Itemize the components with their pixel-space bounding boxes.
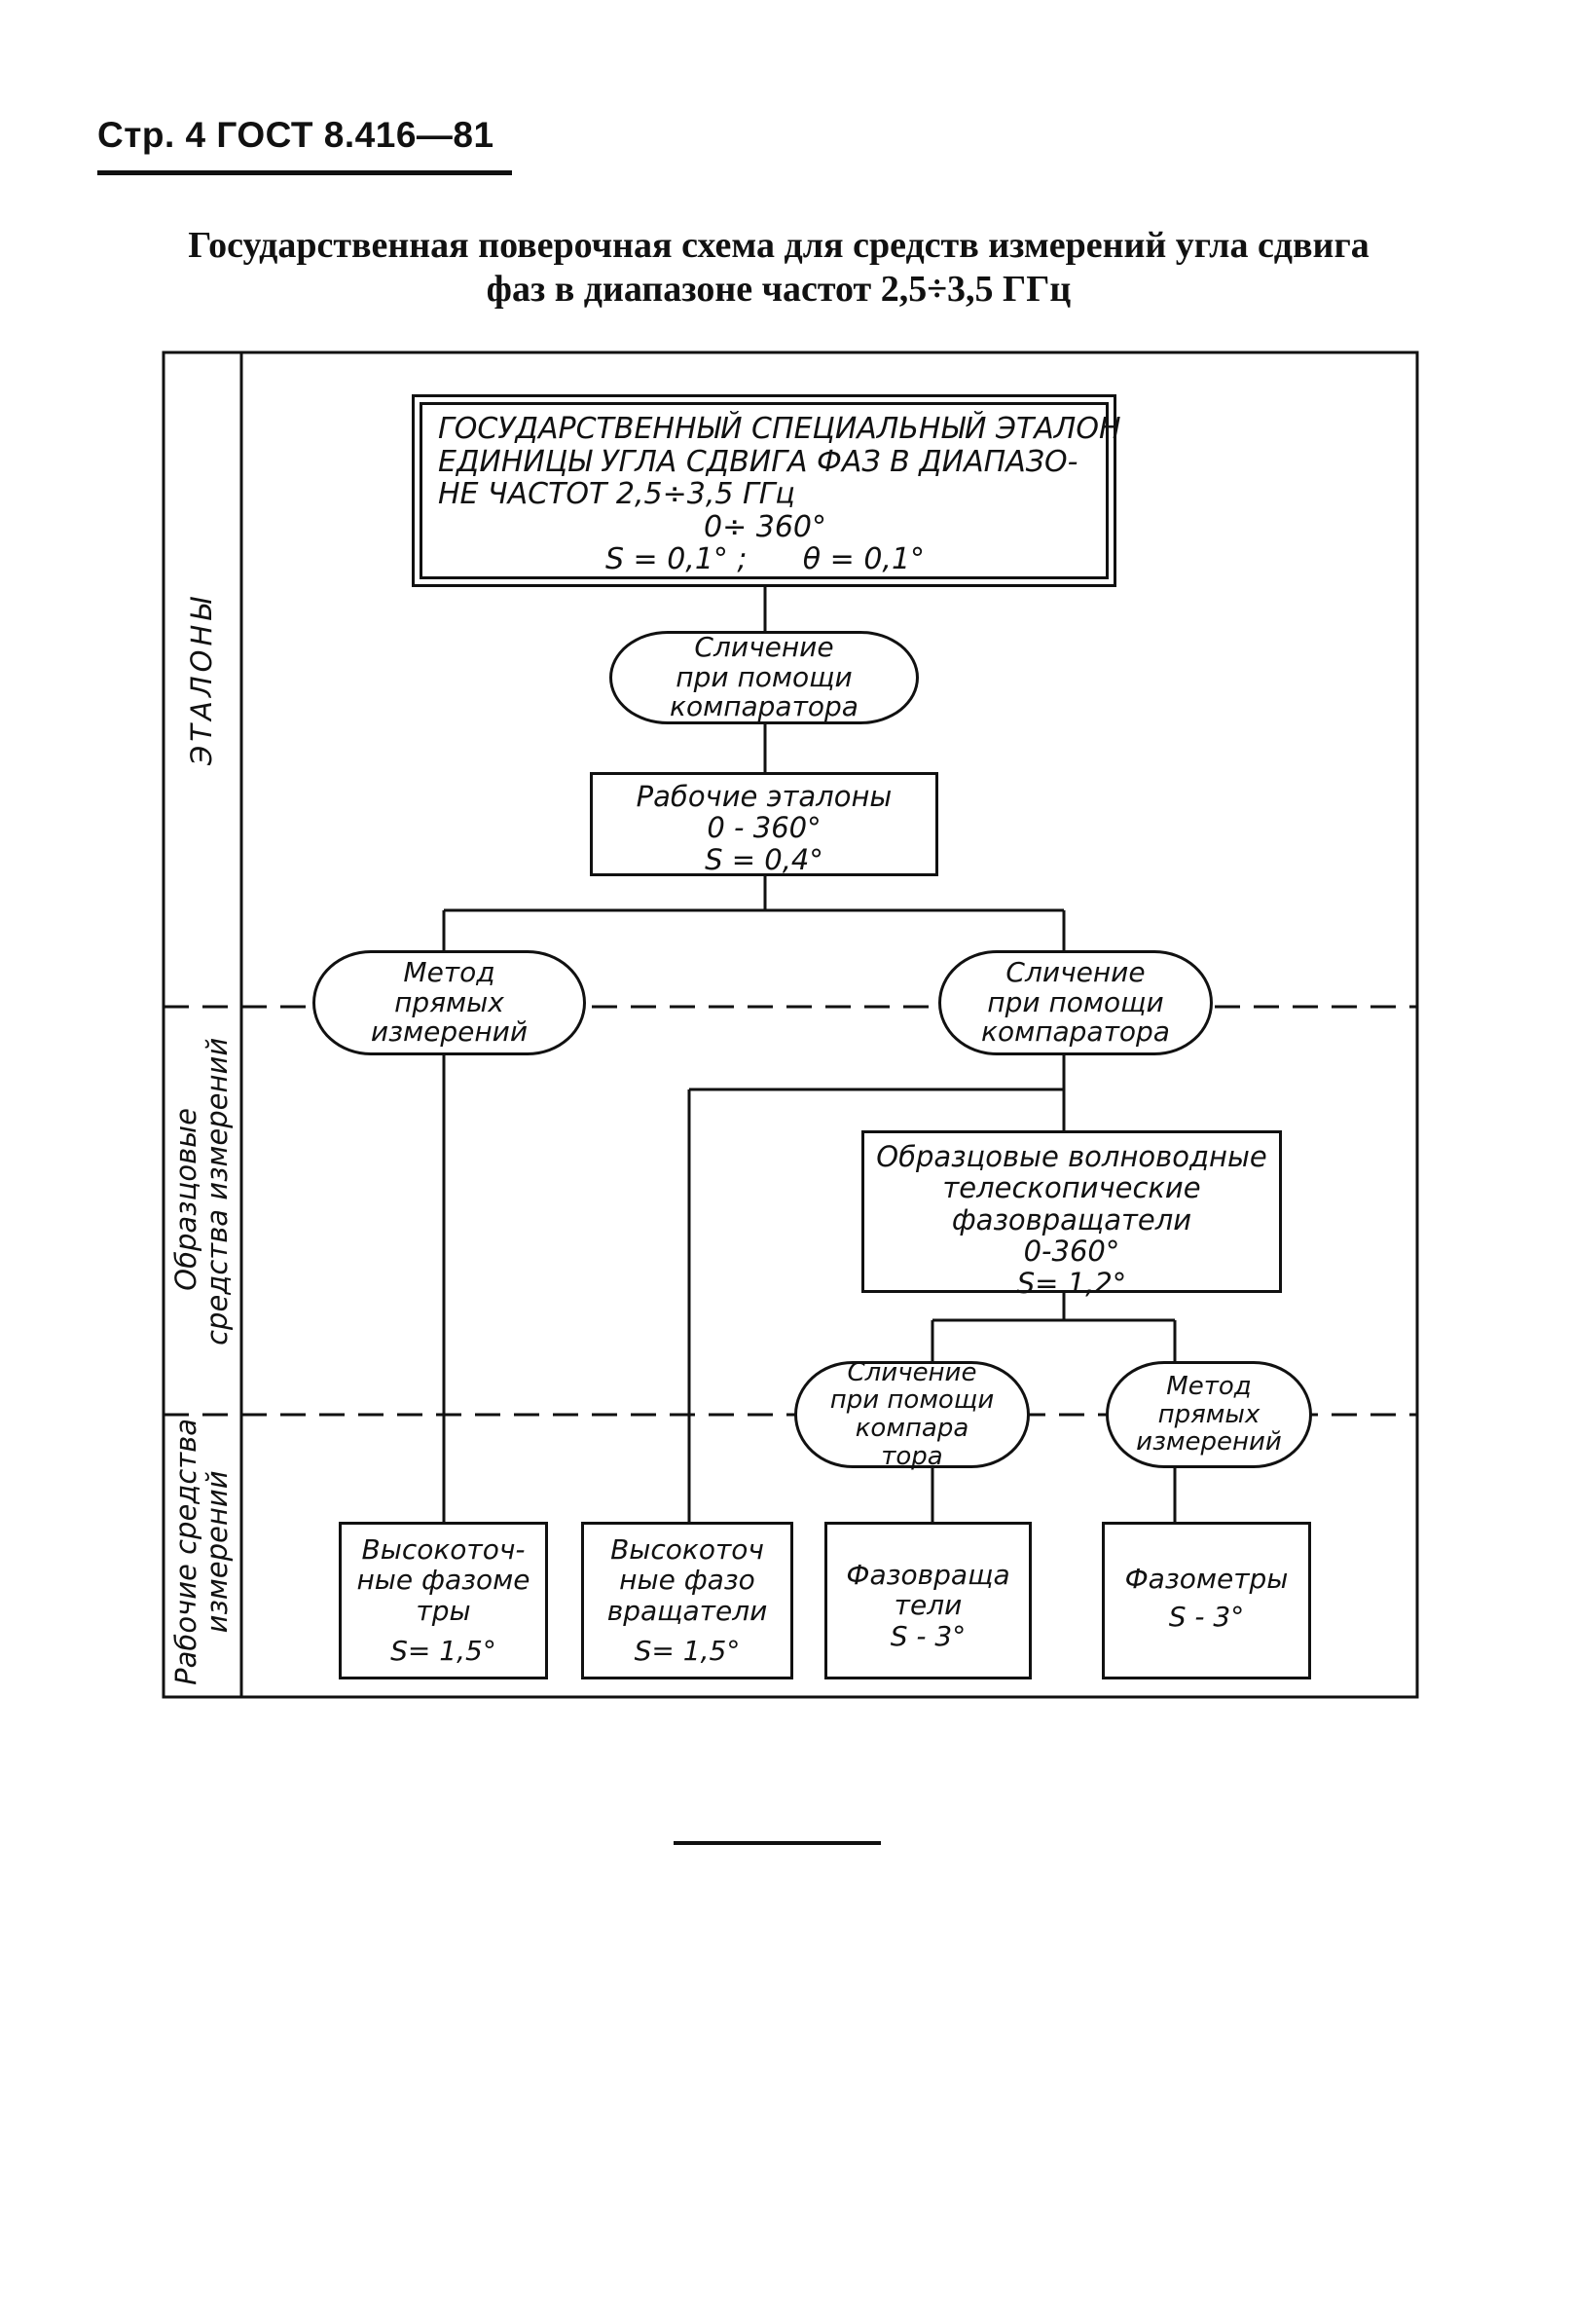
direct-method-node-1: Метод прямых измерений [312, 950, 586, 1055]
work-shifters-hp-line-3: вращатели [606, 1594, 768, 1627]
direct-method-1-line-1: Метод [403, 955, 495, 988]
zone-label-obraztsovye: Образцовые средства измерений [169, 1037, 234, 1346]
comparison-1-line-1: Сличение [694, 630, 834, 663]
working-standards-box: Рабочие эталоны 0 - 360° S = 0,4° [590, 772, 938, 876]
reference-shifters-line-2: телескопические [942, 1171, 1201, 1205]
work-shifters-hp-line-2: ные фазо [619, 1564, 755, 1597]
direct-method-2-line-1: Метод [1166, 1372, 1252, 1402]
comparison-3-line-1: Сличение [847, 1357, 977, 1387]
direct-method-node-2: Метод прямых измерений [1106, 1361, 1312, 1468]
work-phasemeters-line-1: Фазометры [1124, 1563, 1289, 1595]
frame [162, 350, 1419, 1699]
working-standards-error: S = 0,4° [705, 842, 823, 876]
work-phasemeters-hp-box: Высокоточ- ные фазоме тры S= 1,5° [339, 1522, 548, 1679]
diagram-title-line-2: фаз в диапазоне частот 2,5÷3,5 ГГц [486, 269, 1072, 310]
state-standard-errors: S = 0,1° ; θ = 0,1° [604, 542, 926, 577]
zone-label-etalony: ЭТАЛОНЫ [185, 593, 219, 765]
work-phasemeters-hp-line-3: тры [416, 1594, 471, 1627]
diagram-title-line-1: Государственная поверочная схема для сре… [188, 225, 1370, 266]
work-phasemeters-error: S - 3° [1168, 1601, 1245, 1634]
state-standard-line-3: НЕ ЧАСТОТ 2,5÷3,5 ГГц [438, 477, 795, 512]
header-rule [97, 170, 512, 175]
comparison-1-line-2: при помощи [676, 660, 853, 693]
work-shifters-hp-box: Высокоточ ные фазо вращатели S= 1,5° [581, 1522, 793, 1679]
comparison-2-line-1: Сличение [1005, 955, 1146, 988]
work-shifters-box: Фазовраща тели S - 3° [824, 1522, 1032, 1679]
zone-label-rabochie-line-2: измерений [201, 1470, 234, 1634]
work-shifters-hp-line-1: Высокоточ [610, 1533, 764, 1566]
reference-shifters-line-1: Образцовые волноводные [876, 1140, 1267, 1173]
comparison-node-1: Сличение при помощи компаратора [609, 631, 919, 724]
state-standard-line-2: ЕДИНИЦЫ УГЛА СДВИГА ФАЗ В ДИАПАЗО- [438, 444, 1078, 479]
comparison-node-3: Сличение при помощи компара тора [794, 1357, 1030, 1471]
work-phasemeters-hp-line-2: ные фазоме [356, 1564, 530, 1597]
comparison-3-line-2: при помощи [829, 1385, 995, 1416]
work-shifters-line-1: Фазовраща [846, 1559, 1010, 1591]
work-phasemeters-hp-line-1: Высокоточ- [361, 1533, 526, 1566]
working-standards-range: 0 - 360° [707, 811, 822, 845]
reference-shifters-line-3: фазовращатели [951, 1202, 1192, 1236]
state-standard-line-1: ГОСУДАРСТВЕННЫЙ СПЕЦИАЛЬНЫЙ ЭТАЛОН [438, 412, 1121, 446]
work-shifters-line-2: тели [894, 1589, 963, 1622]
comparison-node-2: Сличение при помощи компаратора [938, 950, 1213, 1055]
zone-label-rabochie-line-1: Рабочие средства [169, 1418, 203, 1685]
reference-shifters-range: 0-360° [1023, 1235, 1120, 1269]
zone-label-obraztsovye-line-2: средства измерений [201, 1037, 234, 1346]
end-rule [674, 1841, 881, 1845]
zone-label-obraztsovye-line-1: Образцовые [169, 1108, 203, 1291]
direct-method-2-line-3: измерений [1136, 1427, 1282, 1457]
comparison-1-line-3: компаратора [670, 690, 859, 723]
working-standards-title: Рабочие эталоны [636, 780, 893, 813]
direct-method-2-line-2: прямых [1157, 1399, 1260, 1429]
direct-method-1-line-3: измерений [370, 1015, 529, 1049]
work-phasemeters-hp-error: S= 1,5° [390, 1635, 496, 1668]
reference-shifters-error: S= 1,2° [1016, 1266, 1127, 1300]
state-standard-range: 0÷ 360° [703, 509, 827, 544]
comparison-3-line-3: компара [855, 1414, 969, 1443]
direct-method-1-line-2: прямых [394, 985, 504, 1018]
comparison-3-line-4: тора [881, 1441, 943, 1471]
zone-label-rabochie: Рабочие средства измерений [169, 1416, 234, 1688]
comparison-2-line-2: при помощи [987, 985, 1164, 1018]
reference-shifters-box: Образцовые волноводные телескопические ф… [861, 1130, 1282, 1299]
state-standard-box: ГОСУДАРСТВЕННЫЙ СПЕЦИАЛЬНЫЙ ЭТАЛОН ЕДИНИ… [412, 394, 1121, 587]
page-header: Стр. 4 ГОСТ 8.416—81 [97, 115, 494, 155]
work-shifters-error: S - 3° [890, 1619, 967, 1652]
work-phasemeters-box: Фазометры S - 3° [1102, 1522, 1311, 1679]
work-shifters-hp-error: S= 1,5° [634, 1635, 741, 1668]
comparison-2-line-3: компаратора [981, 1015, 1170, 1049]
